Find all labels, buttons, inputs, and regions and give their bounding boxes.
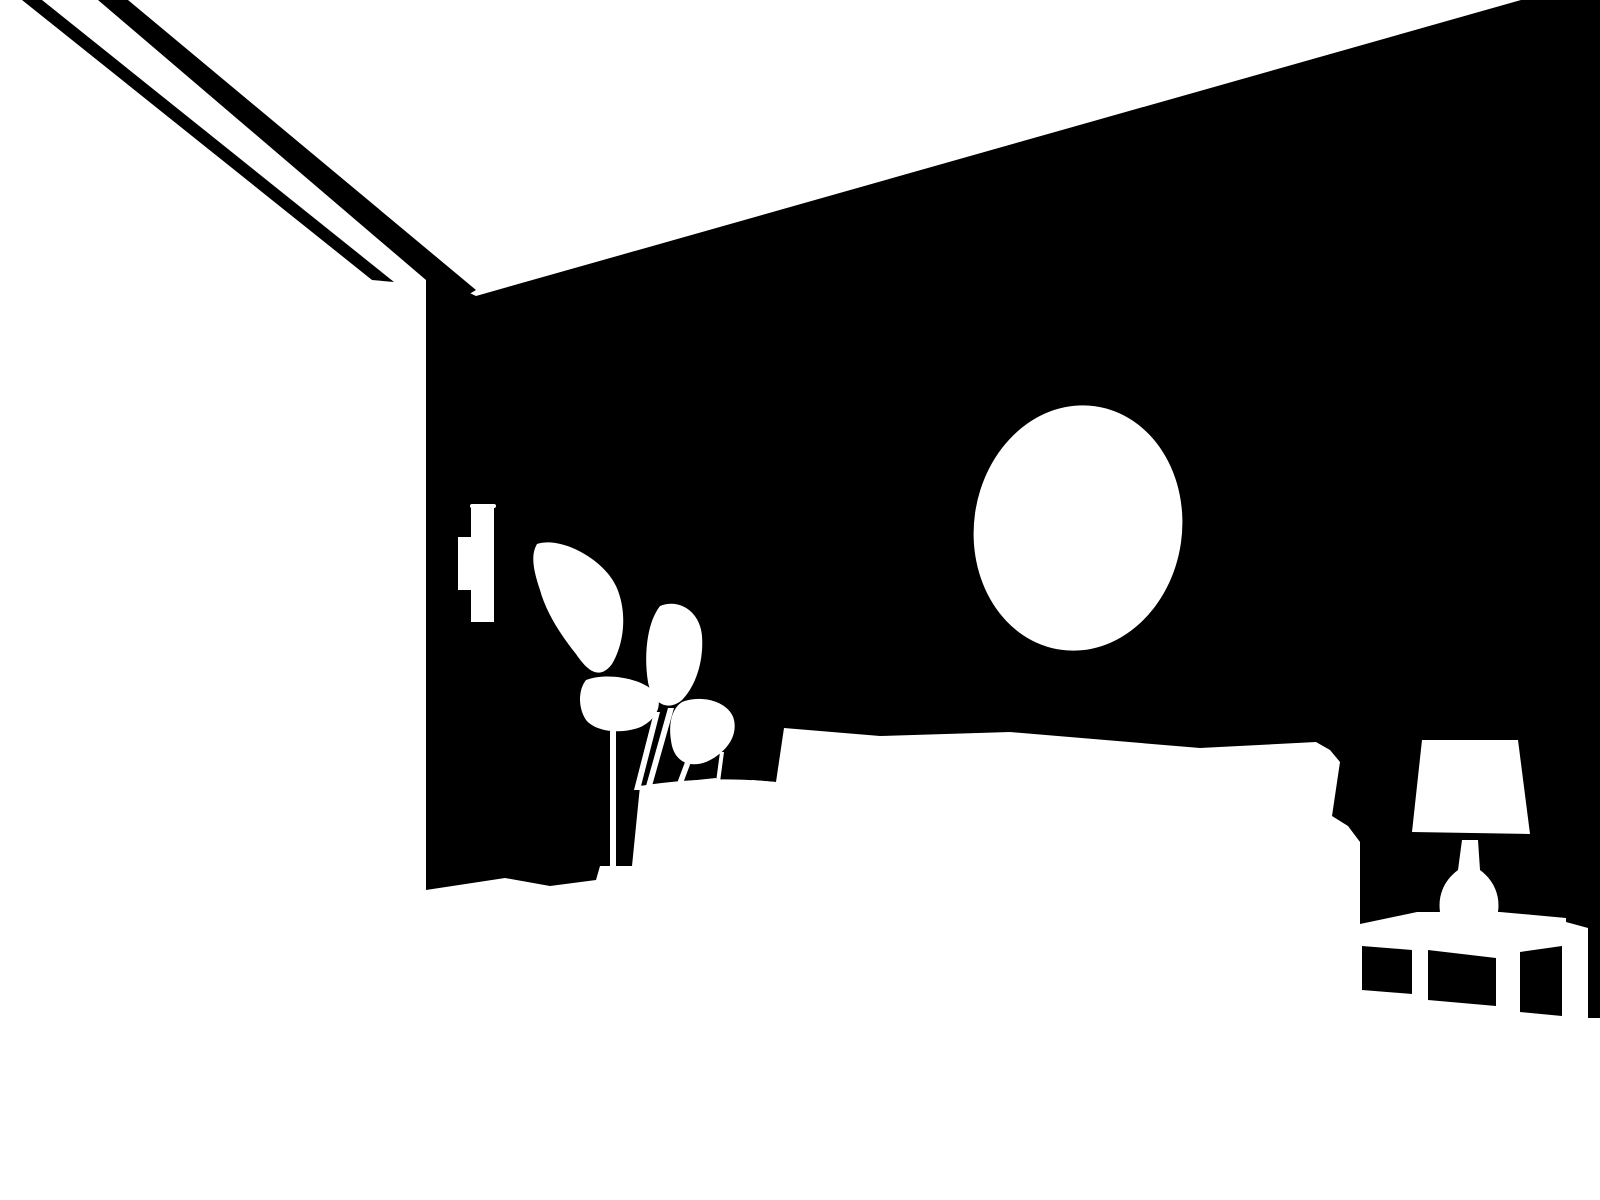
potted-plant (533, 542, 776, 866)
wall-sconce (458, 504, 496, 622)
round-mirror (973, 405, 1183, 651)
ceiling-beam-outer (22, 0, 394, 282)
ceiling-beam-inner (98, 0, 476, 296)
table-lamp (1412, 740, 1530, 912)
nightstand (1362, 946, 1562, 1016)
